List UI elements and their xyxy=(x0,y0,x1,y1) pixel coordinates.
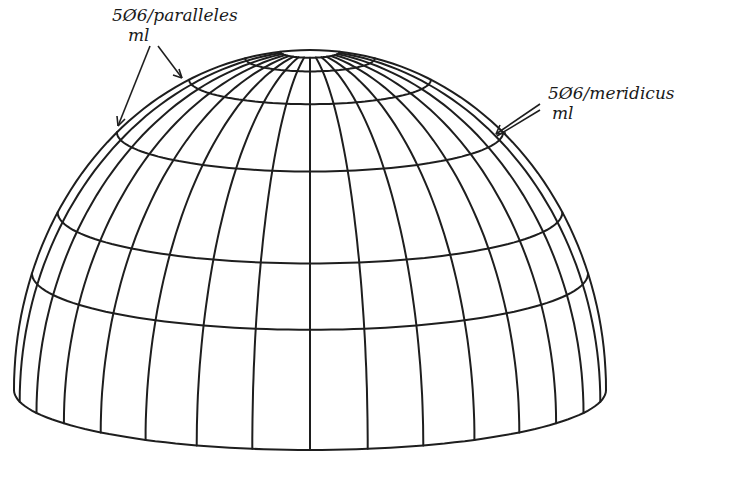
meridian-line xyxy=(309,58,311,450)
dome-grid xyxy=(14,50,606,450)
meridian-line xyxy=(327,57,475,440)
meridian-line xyxy=(146,57,294,440)
dome-outline xyxy=(14,50,310,390)
leader-line xyxy=(497,110,540,136)
arrow-head xyxy=(496,125,506,134)
unit-label: ml xyxy=(128,26,150,45)
leader-line xyxy=(118,46,150,126)
meridian-line xyxy=(64,55,285,423)
rebar-label: 5Ø6/paralleles xyxy=(112,6,238,25)
meridian-line xyxy=(197,57,299,445)
meridian-line xyxy=(252,58,304,449)
meridian-line xyxy=(316,58,368,449)
meridian-line xyxy=(339,53,600,402)
meridian-line xyxy=(338,54,584,413)
leader-lines xyxy=(117,46,540,136)
leader-line xyxy=(496,104,540,134)
meridian-line xyxy=(20,53,281,402)
arrow-head xyxy=(117,116,125,126)
arrow-head xyxy=(173,69,182,78)
leader-line xyxy=(158,46,182,78)
meridian-line xyxy=(37,54,283,413)
unit-label: ml xyxy=(552,104,574,123)
meridian-line xyxy=(101,56,289,432)
meridian-line xyxy=(331,56,519,432)
rebar-label: 5Ø6/meridicus xyxy=(548,84,675,103)
